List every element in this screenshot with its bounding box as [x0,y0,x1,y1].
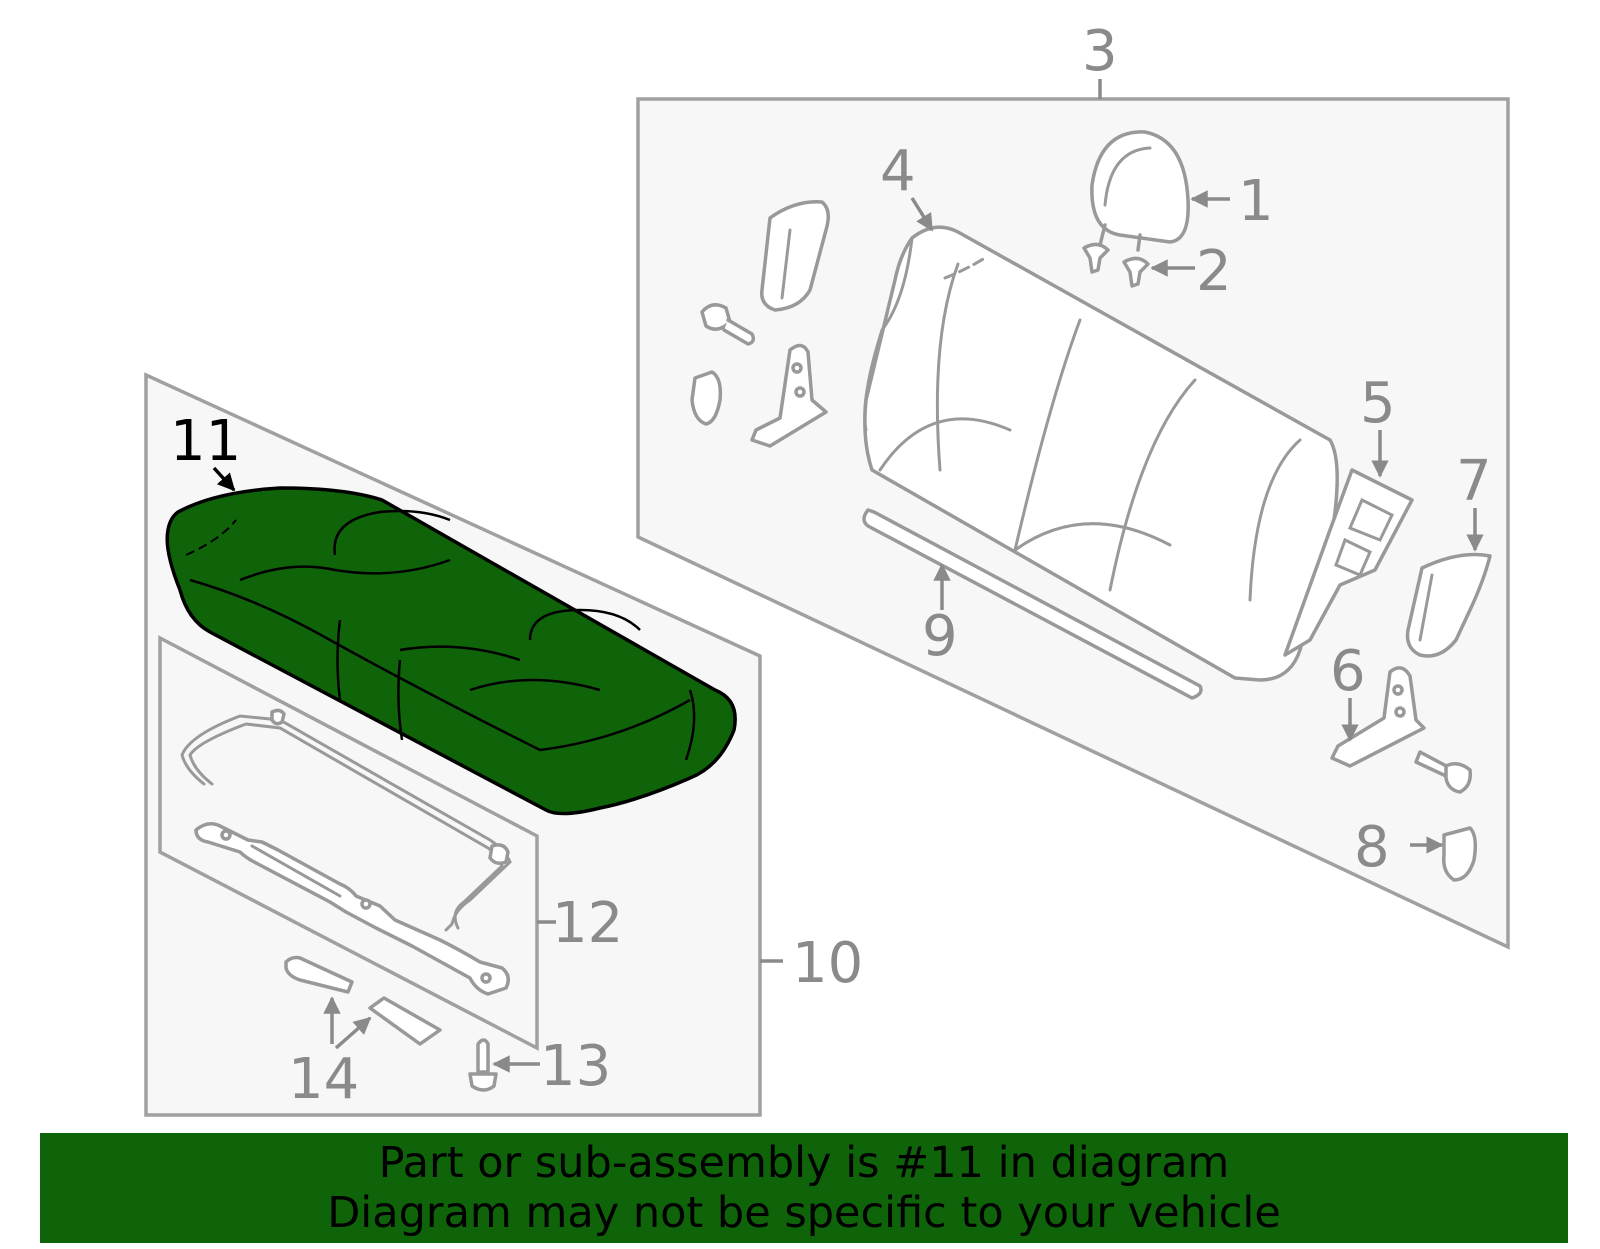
clip-left[interactable] [690,370,723,426]
bracket-left[interactable] [750,343,828,448]
headrest-guide[interactable] [1082,242,1150,288]
seat-cushion-highlighted[interactable] [165,486,737,816]
callout-5: 5 [1360,371,1396,436]
cushion-lower-rail[interactable] [194,822,510,996]
callout-7: 7 [1456,449,1492,514]
callout-6: 6 [1330,639,1366,704]
cushion-pad[interactable] [284,955,442,1046]
bolt-left[interactable] [700,303,756,346]
headrest[interactable] [1090,130,1190,252]
banner-line-disclaimer: Diagram may not be specific to your vehi… [327,1188,1281,1238]
callout-10: 10 [792,931,863,996]
callout-2: 2 [1196,239,1232,304]
cushion-wire-frame[interactable] [180,708,512,932]
callout-3: 3 [1082,19,1118,84]
leader-14b [334,1016,372,1050]
leader-4 [910,197,934,232]
callout-1: 1 [1238,169,1274,234]
seat-back-latch[interactable] [1283,468,1414,657]
callout-12: 12 [552,891,623,956]
bolt-right[interactable] [1414,750,1473,794]
callout-8: 8 [1354,815,1390,880]
side-bolster-left[interactable] [760,200,830,312]
banner-line-part: Part or sub-assembly is #11 in diagram [378,1138,1230,1188]
support-rod[interactable] [862,508,1203,700]
callout-4: 4 [880,139,916,204]
callout-11: 11 [170,409,241,474]
seat-back[interactable] [863,225,1339,682]
leader-11 [212,466,236,492]
info-banner: Part or sub-assembly is #11 in diagram D… [40,1133,1568,1243]
side-bolster-right[interactable] [1405,552,1492,658]
callout-13: 13 [540,1034,611,1099]
callout-14: 14 [288,1047,359,1112]
clip-right[interactable] [1441,826,1478,882]
callout-9: 9 [922,604,958,669]
bolt-13[interactable] [468,1038,498,1092]
